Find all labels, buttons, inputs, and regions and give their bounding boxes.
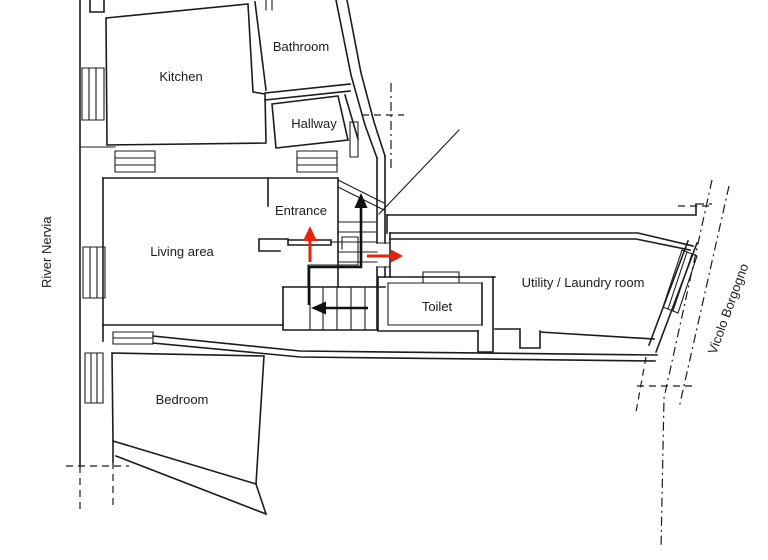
label-river-nervia: River Nervia xyxy=(39,216,54,288)
corridor-walls xyxy=(386,203,712,234)
label-entrance: Entrance xyxy=(275,203,327,218)
room-hallway xyxy=(271,94,359,149)
label-bedroom: Bedroom xyxy=(156,392,209,407)
south-wall xyxy=(102,324,658,362)
label-utility: Utility / Laundry room xyxy=(522,275,645,290)
corridor-band-windows xyxy=(79,121,359,173)
entrance-door-threshold xyxy=(258,238,339,252)
route-arrow-left xyxy=(311,301,368,315)
label-living-area: Living area xyxy=(150,244,214,259)
window-kitchen-left xyxy=(81,67,105,121)
roof-diagonal-line xyxy=(378,129,460,215)
window-bedroom-left xyxy=(84,352,104,404)
room-bedroom xyxy=(111,352,268,516)
room-labels: Kitchen Bathroom Hallway Entrance Living… xyxy=(150,39,644,407)
surrounding-labels: River Nervia Vicolo Borgogno xyxy=(39,216,751,356)
label-bathroom: Bathroom xyxy=(273,39,329,54)
room-toilet xyxy=(377,271,496,353)
entry-arrow-up xyxy=(303,226,317,262)
street-vicolo-borgogno-lines xyxy=(635,179,730,549)
room-utility xyxy=(389,232,699,354)
room-kitchen xyxy=(105,1,267,146)
room-bathroom xyxy=(264,0,387,160)
label-kitchen: Kitchen xyxy=(159,69,202,84)
room-living-area xyxy=(102,177,338,326)
route-arrow-up-stairs xyxy=(307,193,368,305)
label-hallway: Hallway xyxy=(291,116,337,131)
stair-tower-right-wall xyxy=(376,155,391,289)
window-living-left xyxy=(82,246,106,299)
label-toilet: Toilet xyxy=(422,299,453,314)
left-outer-wall xyxy=(66,0,129,512)
window-utility-street xyxy=(662,249,698,314)
entry-arrow-right xyxy=(367,249,403,263)
label-vicolo-borgogno: Vicolo Borgogno xyxy=(705,261,752,356)
reference-cross-lines xyxy=(362,83,404,172)
